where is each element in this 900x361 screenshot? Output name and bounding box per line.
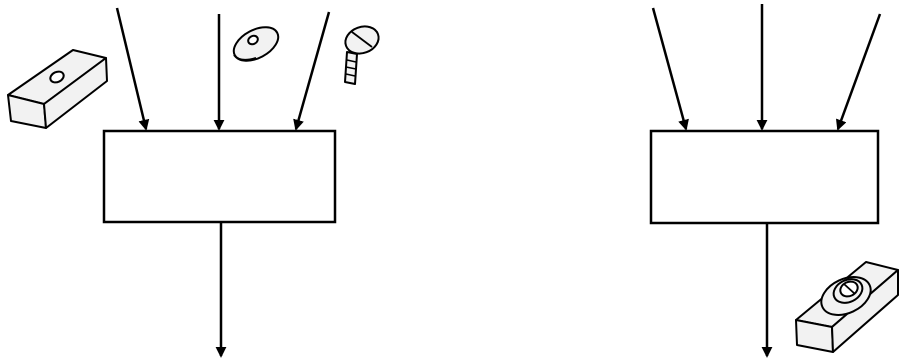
- left-panel: [7, 7, 380, 358]
- block-part-icon: [7, 49, 108, 129]
- assembled-part-icon: [795, 261, 899, 353]
- right-process-box: [649, 129, 880, 225]
- right-input-arrow-1: [651, 7, 689, 131]
- washer-part-icon: [232, 26, 280, 62]
- left-process-box: [102, 129, 337, 224]
- right-input-arrow-3: [835, 13, 882, 131]
- right-panel: [649, 4, 899, 358]
- left-input-arrow-1: [115, 7, 150, 131]
- left-input-arrow-3: [293, 11, 331, 131]
- screw-part-icon: [344, 25, 380, 85]
